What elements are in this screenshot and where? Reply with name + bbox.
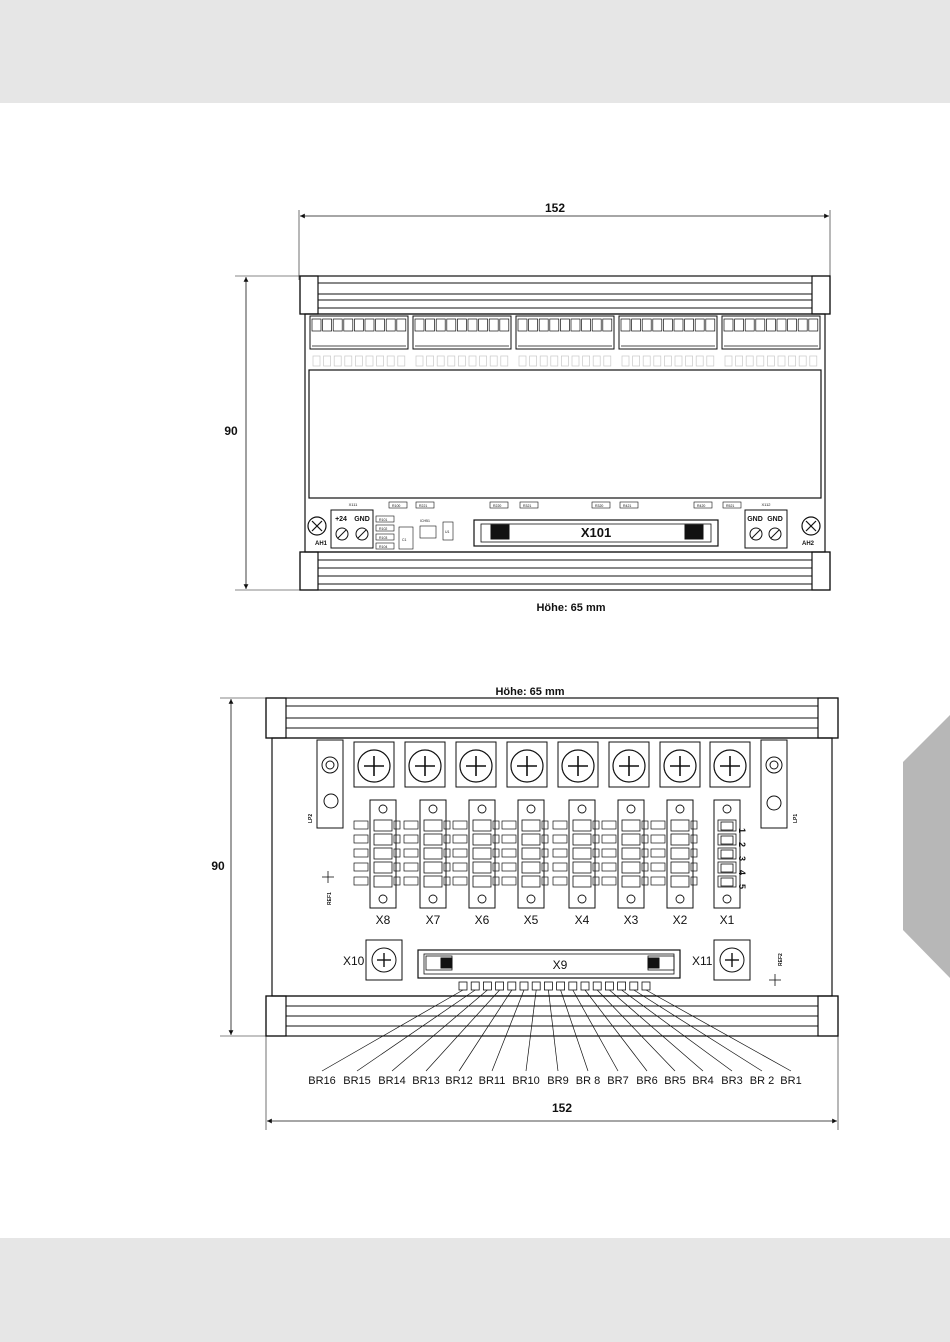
pin-number-label: 2 xyxy=(737,842,747,847)
component-label: R521 xyxy=(726,504,734,508)
led-row xyxy=(313,356,817,366)
top-width-label: 152 xyxy=(545,201,565,215)
component-label: U1 xyxy=(445,530,450,534)
component-label: C1 xyxy=(402,538,407,542)
pin-number-label: 5 xyxy=(737,884,747,889)
component-label: R320 xyxy=(595,504,603,508)
component-label: R103 xyxy=(379,536,387,540)
x111-label: X111 xyxy=(349,502,359,507)
connector-label: X2 xyxy=(673,913,688,927)
connector-label: X6 xyxy=(475,913,490,927)
connector-label: X1 xyxy=(720,913,735,927)
component-label: R100 xyxy=(392,504,400,508)
connector-label: X8 xyxy=(376,913,391,927)
bridge-label: BR3 xyxy=(721,1075,742,1087)
ref2-label: REF2 xyxy=(778,953,784,966)
bottom-view-labels: Höhe: 65 mm 90 152 X9 X10 X11 LP2 LP1 RE… xyxy=(211,686,799,1115)
bridge-label: BR16 xyxy=(308,1075,336,1087)
connector-label: X7 xyxy=(426,913,441,927)
component-label: R221 xyxy=(419,504,427,508)
x11-label: X11 xyxy=(692,954,713,968)
terminal-left-label-2: GND xyxy=(354,516,370,523)
connector-labels: X8 X7 X6 X5 X4 X3 X2 X1 xyxy=(376,913,735,927)
component-label: R321 xyxy=(523,504,531,508)
top-height-note: Höhe: 65 mm xyxy=(536,602,605,614)
top-view xyxy=(235,210,830,590)
bridge-label: BR10 xyxy=(512,1075,540,1087)
terminal-right-label-2: GND xyxy=(767,516,783,523)
component-label: R420 xyxy=(697,504,705,508)
bridge-label: BR4 xyxy=(692,1075,713,1087)
ah2-label: AH2 xyxy=(802,541,815,547)
bridge-label: BR9 xyxy=(547,1075,568,1087)
connector-column-row xyxy=(354,800,740,908)
component-label: R421 xyxy=(623,504,631,508)
pin-number-label: 1 xyxy=(737,828,747,833)
x9-label: X9 xyxy=(553,958,568,972)
pin-number-label: 4 xyxy=(737,870,747,875)
bridge-label: BR1 xyxy=(780,1075,801,1087)
ref1-label: REF1 xyxy=(327,892,333,905)
component-label: R104 xyxy=(379,545,387,549)
x10-label: X10 xyxy=(343,954,365,968)
bridge-label: BR5 xyxy=(664,1075,685,1087)
component-label: ICH51 xyxy=(420,519,430,523)
connector-label: X3 xyxy=(624,913,639,927)
bridge-label: BR11 xyxy=(479,1075,506,1087)
bottom-width-label: 152 xyxy=(552,1101,572,1115)
bottom-height-note: Höhe: 65 mm xyxy=(495,686,564,698)
x101-label: X101 xyxy=(581,525,611,540)
bridge-label: BR13 xyxy=(412,1075,440,1087)
connector-label: X4 xyxy=(575,913,590,927)
bridge-label: BR14 xyxy=(378,1075,406,1087)
bridge-label: BR7 xyxy=(607,1075,628,1087)
screw-terminal-row xyxy=(354,742,750,787)
terminal-block-row xyxy=(310,316,820,349)
bridge-label: BR15 xyxy=(343,1075,371,1087)
terminal-left-label-1: +24 xyxy=(335,516,347,523)
connector-label: X5 xyxy=(524,913,539,927)
bridge-label: BR 2 xyxy=(750,1075,774,1087)
lp1-label: LP1 xyxy=(793,814,799,823)
bridge-label: BR12 xyxy=(445,1075,473,1087)
pin-number-label: 3 xyxy=(737,856,747,861)
bottom-height-label: 90 xyxy=(211,859,225,873)
lp2-label: LP2 xyxy=(308,814,314,823)
ah1-label: AH1 xyxy=(315,541,328,547)
bridge-label: BR6 xyxy=(636,1075,657,1087)
top-height-label: 90 xyxy=(224,424,238,438)
terminal-right-label-1: GND xyxy=(747,516,763,523)
component-label: R102 xyxy=(379,527,387,531)
x112-label: X112 xyxy=(761,502,771,507)
component-label: R220 xyxy=(493,504,501,508)
bridge-labels: BR16 BR15 BR14 BR13 BR12 BR11 BR10 BR9 BR 8 BR7 BR… xyxy=(308,1075,801,1087)
component-label: R101 xyxy=(379,518,387,522)
bridge-label: BR 8 xyxy=(576,1075,600,1087)
